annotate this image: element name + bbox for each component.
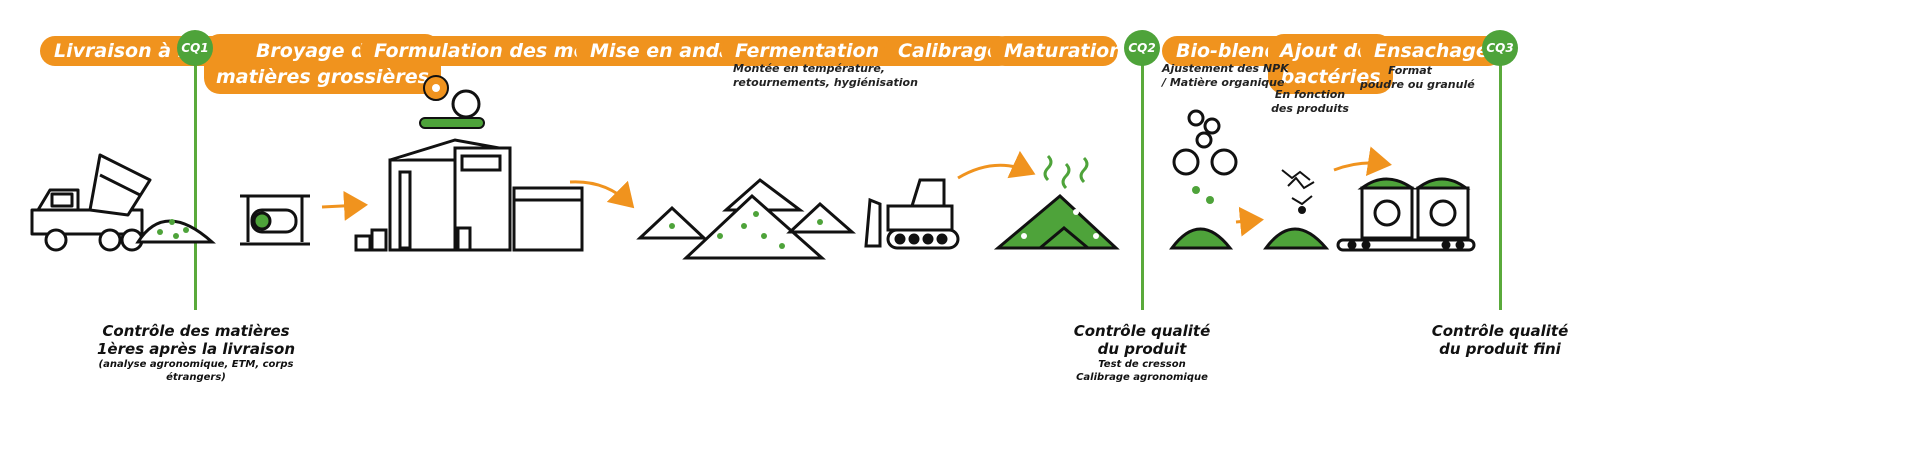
qc-cq2-title1: Contrôle qualité [1073,322,1211,340]
bioblending-icon [1169,109,1238,250]
step-broyage-line1: Broyage des [255,40,389,62]
step-ensachage: Ensachage [1360,36,1503,66]
cq2-badge: CQ2 [1124,30,1160,66]
note-bacteries-line1: En fonction [1274,88,1346,101]
qc-cq2: Contrôle qualité du produit Test de cres… [1072,322,1212,384]
qc-cq1-sub: (analyse agronomique, ETM, corps étrange… [98,359,294,383]
dump-truck-icon [30,153,152,252]
qc-cq2-sub2: Calibrage agronomique [1076,372,1208,383]
qc-cq1-title1: Contrôle des matières [102,322,290,340]
step-bacteries-line1: Ajout des [1280,40,1382,62]
arrow-2-icon [569,180,635,209]
step-bacteries-line2: bactéries [1280,66,1381,88]
cq1-badge: CQ1 [177,30,213,66]
qc-cq2-title2: du produit [1097,340,1187,358]
qc-cq2-sub1: Test de cresson [1098,359,1186,370]
bacteria-icon [1263,169,1330,250]
delivered-pile-icon [135,219,216,244]
cq2-line [1141,58,1144,310]
note-fermentation-line2: retournements, hygiénisation [733,76,918,89]
note-ensachage-line1: Format [1388,64,1432,77]
shredder-icon [240,194,310,246]
qc-cq3-title2: du produit fini [1439,340,1561,358]
qc-cq3-title1: Contrôle qualité [1431,322,1569,340]
note-bioblending-line1: Ajustement des NPK [1162,62,1289,75]
arrow-1-icon [321,190,368,221]
cq1-line [194,58,197,310]
arrow-4-icon [1235,206,1264,237]
factory-icon [354,138,584,252]
arrow-3-icon [957,150,1036,180]
note-ensachage-line2: poudre ou granulé [1360,78,1475,91]
step-broyage-line2: matières grossières [216,66,429,88]
note-fermentation: Montée en température, retournements, hy… [733,62,918,90]
arrow-5-icon [1333,146,1392,177]
qc-cq1-title2: 1ères après la livraison [96,340,296,358]
cq3-badge: CQ3 [1482,30,1518,66]
gears-icon [419,75,485,129]
note-ensachage: Format poudre ou granulé [1360,64,1475,92]
note-bioblending: Ajustement des NPK / Matière organique [1162,62,1289,90]
note-bacteries-line2: des produits [1271,102,1349,115]
step-broyage: Broyage des matières grossières [204,34,441,94]
step-maturation: Maturation [990,36,1123,66]
qc-cq3: Contrôle qualité du produit fini [1430,322,1570,358]
maturing-pile-icon [993,154,1120,250]
bulldozer-icon [864,178,960,250]
note-bacteries: En fonction des produits [1268,88,1352,116]
note-bioblending-line2: / Matière organique [1162,76,1285,89]
cq3-line [1499,58,1502,310]
windrows-icon [636,178,856,260]
note-fermentation-line1: Montée en température, [733,62,885,75]
qc-cq1: Contrôle des matières 1ères après la liv… [86,322,306,384]
bags-icon [1336,177,1476,252]
